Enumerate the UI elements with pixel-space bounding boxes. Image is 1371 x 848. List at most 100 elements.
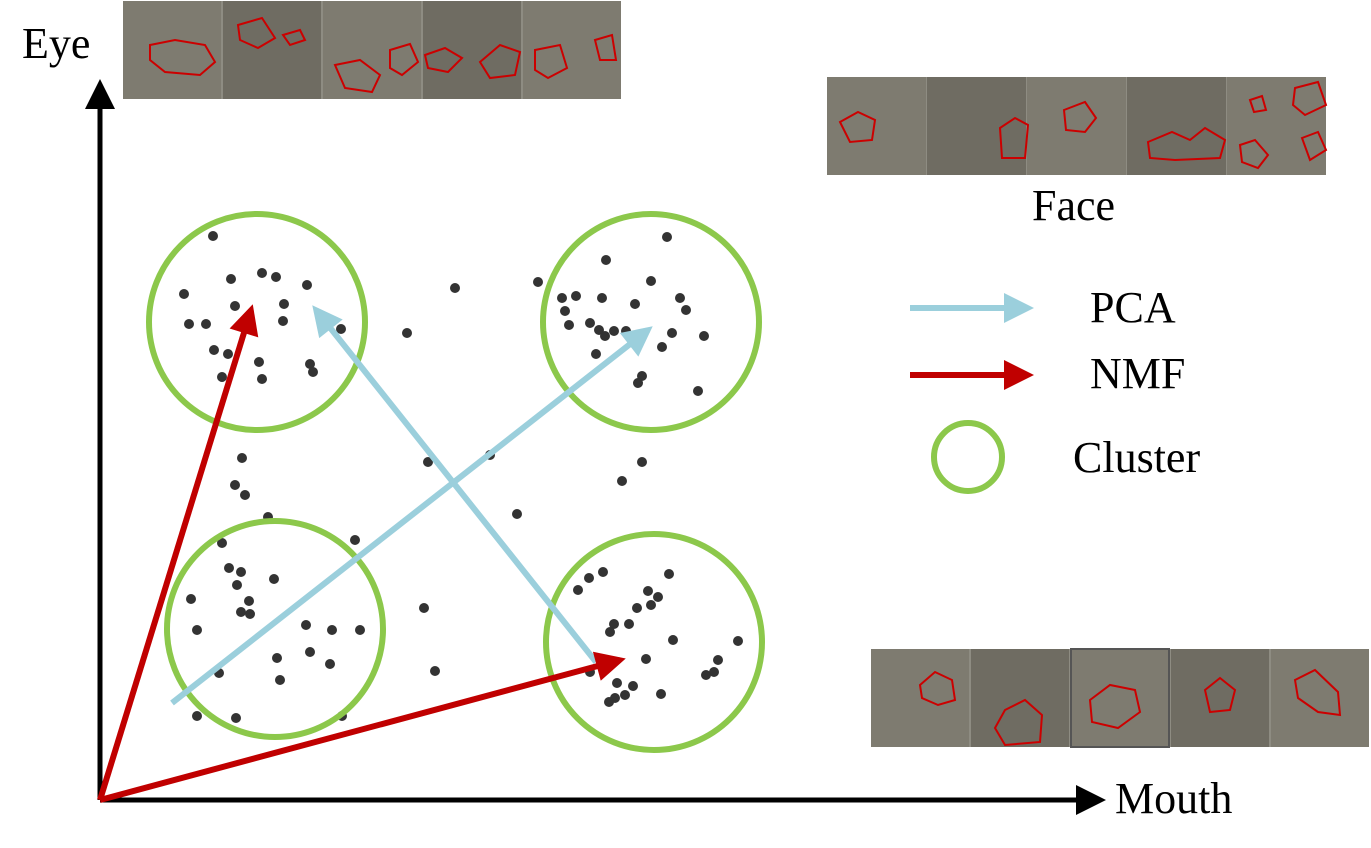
data-point bbox=[632, 603, 642, 613]
data-point bbox=[236, 607, 246, 617]
data-point bbox=[641, 654, 651, 664]
data-point bbox=[664, 569, 674, 579]
data-point bbox=[604, 697, 614, 707]
data-point bbox=[585, 318, 595, 328]
data-point bbox=[630, 299, 640, 309]
data-point bbox=[186, 594, 196, 604]
data-point bbox=[271, 272, 281, 282]
data-points bbox=[179, 231, 743, 723]
data-point bbox=[254, 357, 264, 367]
data-point bbox=[192, 625, 202, 635]
x-axis-label: Mouth bbox=[1115, 774, 1232, 823]
data-point bbox=[244, 596, 254, 606]
data-point bbox=[653, 592, 663, 602]
data-point bbox=[305, 359, 315, 369]
data-point bbox=[573, 585, 583, 595]
data-point bbox=[571, 291, 581, 301]
data-point bbox=[646, 600, 656, 610]
data-point bbox=[533, 277, 543, 287]
data-point bbox=[656, 689, 666, 699]
eye-image-strip bbox=[123, 1, 621, 99]
data-point bbox=[217, 372, 227, 382]
data-point bbox=[224, 563, 234, 573]
data-point bbox=[557, 293, 567, 303]
data-point bbox=[355, 625, 365, 635]
data-point bbox=[305, 647, 315, 657]
data-point bbox=[278, 316, 288, 326]
data-point bbox=[230, 301, 240, 311]
data-point bbox=[598, 567, 608, 577]
legend-item-nmf: NMF bbox=[910, 349, 1185, 398]
data-point bbox=[584, 573, 594, 583]
data-point bbox=[662, 232, 672, 242]
data-point bbox=[226, 274, 236, 284]
data-point bbox=[275, 675, 285, 685]
data-point bbox=[230, 480, 240, 490]
data-point bbox=[279, 299, 289, 309]
data-point bbox=[643, 586, 653, 596]
legend: PCA NMF Cluster bbox=[910, 283, 1200, 494]
data-point bbox=[668, 635, 678, 645]
data-point bbox=[236, 567, 246, 577]
data-point bbox=[713, 655, 723, 665]
legend-item-pca: PCA bbox=[910, 283, 1176, 332]
mouth-image-strip bbox=[871, 648, 1369, 748]
data-point bbox=[302, 280, 312, 290]
face-strip-caption: Face bbox=[1032, 181, 1115, 230]
data-point bbox=[646, 276, 656, 286]
data-point bbox=[245, 609, 255, 619]
data-point bbox=[223, 349, 233, 359]
legend-label-nmf: NMF bbox=[1090, 349, 1185, 398]
cluster-bottom-left bbox=[164, 518, 386, 740]
data-point bbox=[600, 331, 610, 341]
nmf-arrows bbox=[97, 304, 626, 803]
clusters bbox=[146, 211, 765, 753]
cluster-bottom-right bbox=[543, 531, 765, 753]
data-point bbox=[667, 328, 677, 338]
legend-label-cluster: Cluster bbox=[1073, 433, 1200, 482]
data-point bbox=[621, 326, 631, 336]
data-point bbox=[301, 620, 311, 630]
data-point bbox=[628, 681, 638, 691]
data-point bbox=[633, 378, 643, 388]
pca-arrow-1 bbox=[170, 326, 653, 706]
data-point bbox=[308, 367, 318, 377]
data-point bbox=[217, 538, 227, 548]
data-point bbox=[709, 667, 719, 677]
data-point bbox=[350, 535, 360, 545]
data-point bbox=[201, 319, 211, 329]
data-point bbox=[231, 713, 241, 723]
data-point bbox=[184, 319, 194, 329]
data-point bbox=[699, 331, 709, 341]
data-point bbox=[564, 320, 574, 330]
data-point bbox=[637, 457, 647, 467]
data-point bbox=[237, 453, 247, 463]
data-point bbox=[402, 328, 412, 338]
data-point bbox=[624, 619, 634, 629]
legend-item-cluster: Cluster bbox=[931, 420, 1200, 494]
data-point bbox=[269, 574, 279, 584]
data-point bbox=[681, 305, 691, 315]
data-point bbox=[423, 457, 433, 467]
data-point bbox=[257, 268, 267, 278]
data-point bbox=[327, 625, 337, 635]
data-point bbox=[601, 255, 611, 265]
pca-arrows bbox=[170, 305, 653, 706]
data-point bbox=[208, 231, 218, 241]
data-point bbox=[597, 293, 607, 303]
data-point bbox=[560, 306, 570, 316]
nmf-arrow-2 bbox=[99, 651, 626, 803]
data-point bbox=[701, 670, 711, 680]
data-point bbox=[620, 690, 630, 700]
data-point bbox=[419, 603, 429, 613]
data-point bbox=[192, 711, 202, 721]
data-point bbox=[450, 283, 460, 293]
data-point bbox=[430, 666, 440, 676]
pca-arrow-2 bbox=[312, 305, 599, 664]
data-point bbox=[617, 476, 627, 486]
legend-cluster-circle-icon bbox=[931, 420, 1005, 494]
data-point bbox=[693, 386, 703, 396]
data-point bbox=[612, 678, 622, 688]
data-point bbox=[325, 659, 335, 669]
